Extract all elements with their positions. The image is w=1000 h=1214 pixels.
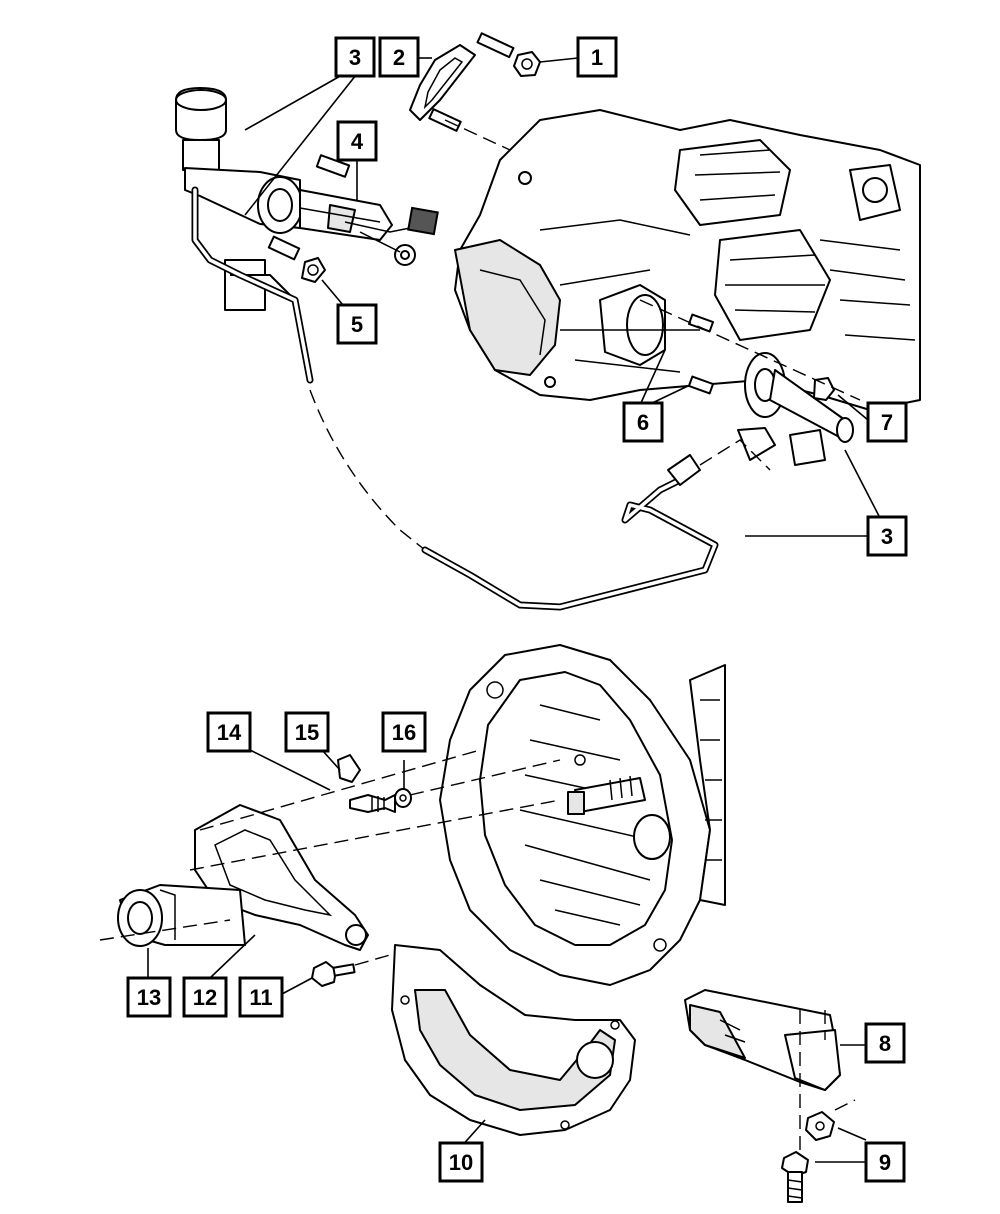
transmission-upper-illustration	[454, 109, 921, 411]
callout-10-label: 10	[449, 1150, 473, 1175]
hydraulic-line-illustration	[191, 186, 771, 611]
callout-5-label: 5	[351, 312, 363, 337]
callout-13-label: 13	[137, 985, 161, 1010]
structural-cover-illustration	[684, 989, 841, 1170]
callout-2-label: 2	[393, 45, 405, 70]
callout-3-upper-label: 3	[349, 45, 361, 70]
callout-15-label: 15	[295, 720, 319, 745]
studs-and-nuts-upper-illustration	[267, 154, 351, 283]
callout-6-label: 6	[637, 410, 649, 435]
bell-housing-illustration	[439, 644, 726, 986]
pivot-parts-illustration	[337, 754, 561, 813]
gasket-illustration	[409, 32, 541, 132]
callout-11: 11	[238, 976, 284, 1018]
bolts-9-illustration	[781, 1099, 856, 1203]
release-bearing-illustration	[99, 884, 246, 947]
callout-1: 1	[576, 36, 618, 78]
callout-5: 5	[336, 303, 378, 345]
callout-8: 8	[864, 1022, 906, 1064]
callout-7-label: 7	[881, 410, 893, 435]
callout-1-label: 1	[591, 45, 603, 70]
clutch-master-cylinder-illustration	[175, 87, 439, 311]
callout-13: 13	[126, 976, 172, 1018]
clutch-slave-cylinder-illustration	[687, 313, 854, 466]
callout-15: 15	[284, 711, 330, 753]
leader-lines	[147, 57, 881, 1163]
callout-3-upper: 3	[334, 36, 376, 78]
callout-4-label: 4	[351, 129, 364, 154]
callout-11-label: 11	[249, 985, 272, 1010]
callout-9-label: 9	[879, 1150, 891, 1175]
inspection-cover-illustration	[391, 944, 636, 1136]
callout-16: 16	[381, 711, 427, 753]
callout-12-label: 12	[193, 985, 217, 1010]
callout-8-label: 8	[879, 1031, 891, 1056]
callout-7: 7	[866, 401, 908, 443]
callout-16-label: 16	[392, 720, 416, 745]
callout-3-lower-label: 3	[881, 524, 893, 549]
projection-lines-top	[444, 119, 861, 401]
callout-12: 12	[182, 976, 228, 1018]
callout-9: 9	[864, 1141, 906, 1183]
bolt-11-illustration	[311, 954, 391, 987]
callout-14-label: 14	[217, 720, 242, 745]
callout-4: 4	[336, 120, 378, 162]
callout-3-lower: 3	[866, 515, 908, 557]
callout-14: 14	[206, 711, 252, 753]
callout-10: 10	[438, 1141, 484, 1183]
callout-6: 6	[622, 401, 664, 443]
callout-2: 2	[378, 36, 420, 78]
